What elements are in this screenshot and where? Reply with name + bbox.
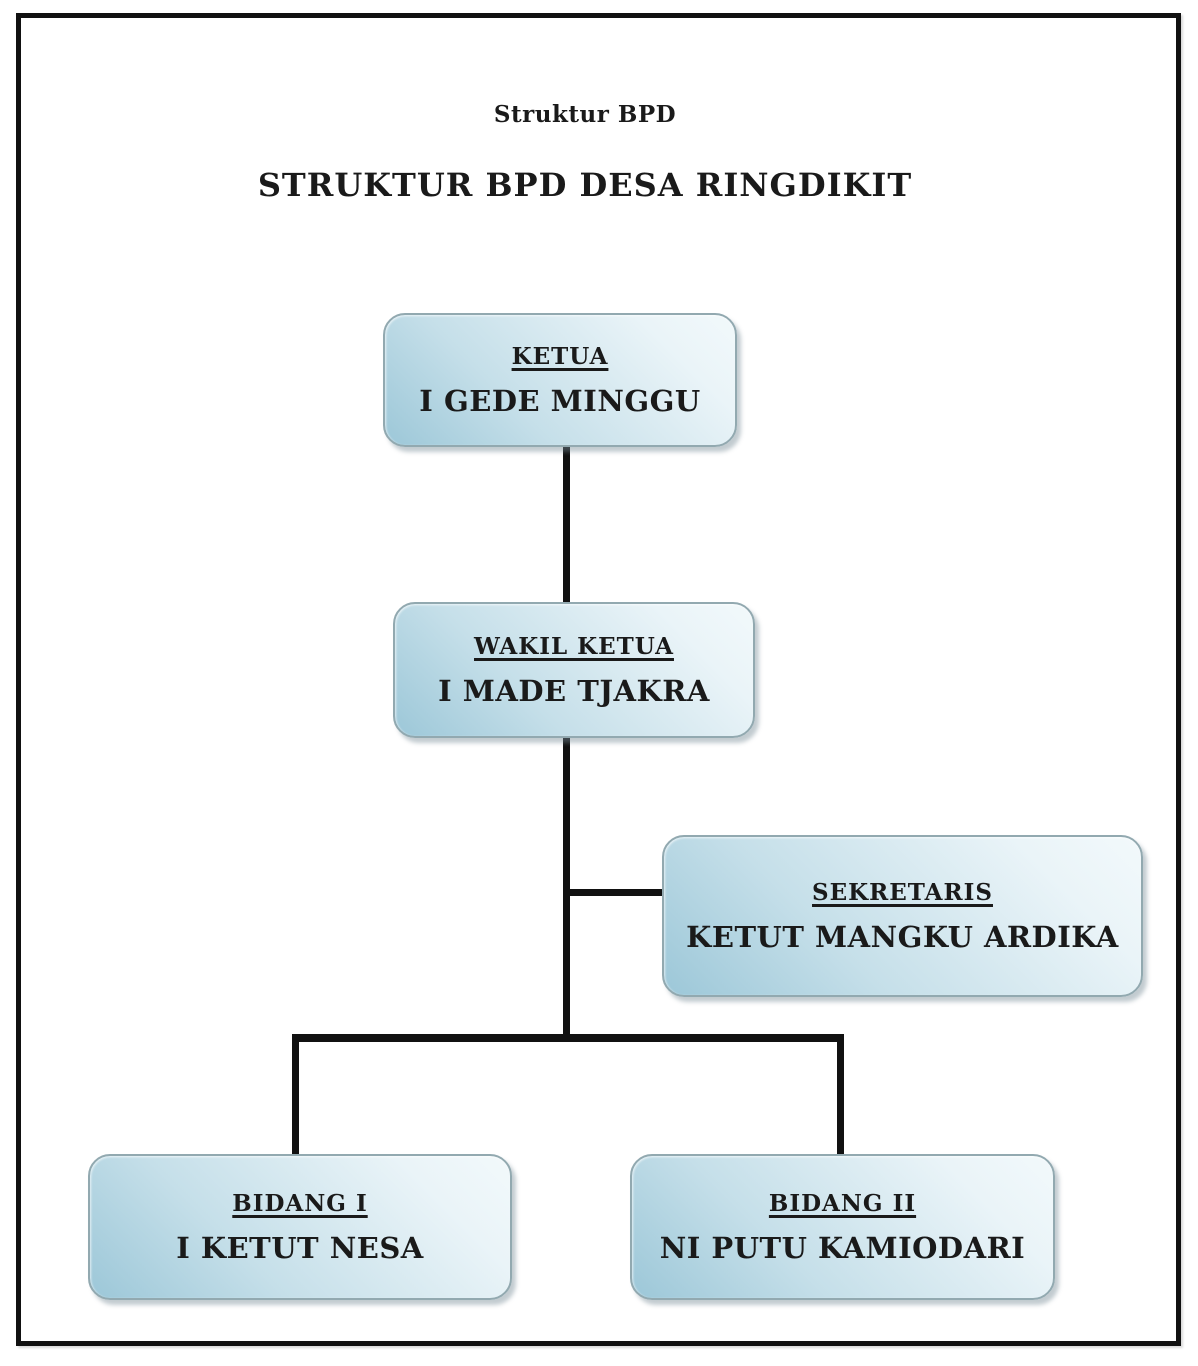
node-bidang-1: BIDANG I I KETUT NESA: [88, 1154, 512, 1300]
node-bidang-2: BIDANG II NI PUTU KAMIODARI: [630, 1154, 1055, 1300]
node-role-label: KETUA: [511, 342, 609, 370]
chart-title: STRUKTUR BPD DESA RINGDIKIT: [257, 166, 913, 204]
node-role-label: BIDANG I: [232, 1189, 368, 1217]
node-person-name: NI PUTU KAMIODARI: [659, 1230, 1026, 1265]
connector-bidang1-drop: [292, 1034, 299, 1158]
connector-branch-horizontal: [292, 1034, 844, 1042]
node-ketua: KETUA I GEDE MINGGU: [383, 313, 737, 447]
connector-bidang2-drop: [837, 1034, 844, 1158]
node-person-name: I GEDE MINGGU: [419, 383, 701, 418]
node-role-label: BIDANG II: [768, 1189, 917, 1217]
node-wakil-ketua: WAKIL KETUA I MADE TJAKRA: [393, 602, 755, 738]
node-role-label: WAKIL KETUA: [474, 632, 674, 660]
node-role-label: SEKRETARIS: [812, 878, 993, 906]
page-border: [16, 13, 1181, 1346]
connector-wakil-down-trunk: [563, 734, 570, 1042]
node-person-name: KETUT MANGKU ARDIKA: [686, 919, 1119, 954]
node-person-name: I MADE TJAKRA: [438, 673, 710, 708]
connector-sekretaris-stub: [566, 889, 666, 896]
connector-ketua-to-wakil: [563, 444, 570, 606]
node-person-name: I KETUT NESA: [176, 1230, 424, 1265]
node-sekretaris: SEKRETARIS KETUT MANGKU ARDIKA: [662, 835, 1143, 997]
chart-subtitle: Struktur BPD: [493, 101, 677, 128]
